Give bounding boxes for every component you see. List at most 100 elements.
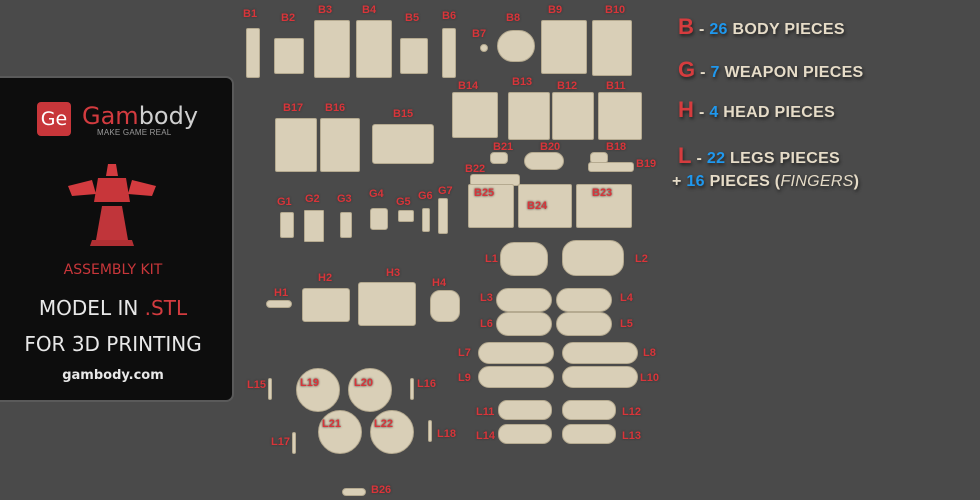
model-piece [280, 212, 294, 238]
model-piece [562, 424, 616, 444]
part-label-l16: L16 [417, 378, 436, 390]
model-piece [275, 118, 317, 172]
part-label-h4: H4 [432, 277, 447, 289]
model-piece [518, 184, 572, 228]
model-piece [576, 184, 632, 228]
part-label-b4: B4 [362, 4, 377, 16]
part-label-l3: L3 [480, 292, 493, 304]
legend-text: WEAPON PIECES [724, 64, 864, 81]
model-piece [562, 400, 616, 420]
model-piece [498, 400, 552, 420]
model-piece [430, 290, 460, 322]
part-label-l15: L15 [247, 379, 266, 391]
legend-head: H - 4 HEAD PIECES [678, 97, 836, 122]
part-label-b7: B7 [472, 28, 487, 40]
legend-text: BODY PIECES [732, 21, 845, 38]
model-piece [562, 342, 638, 364]
part-label-l19: L19 [300, 377, 319, 389]
model-piece [468, 184, 514, 228]
legend-letter: B [678, 14, 695, 39]
model-piece [266, 300, 292, 308]
part-label-l14: L14 [476, 430, 495, 442]
model-piece [592, 20, 632, 76]
legend-text: LEGS PIECES [730, 150, 841, 167]
model-piece [400, 38, 428, 74]
legend-count: 16 [686, 173, 705, 190]
model-piece [498, 424, 552, 444]
part-label-b1: B1 [243, 8, 258, 20]
model-piece [246, 28, 260, 78]
model-piece [478, 342, 554, 364]
part-label-l6: L6 [480, 318, 493, 330]
part-label-b18: B18 [606, 141, 627, 153]
part-label-h3: H3 [386, 267, 401, 279]
model-piece [442, 28, 456, 78]
part-label-g4: G4 [369, 188, 384, 200]
part-label-b12: B12 [557, 80, 578, 92]
part-label-b15: B15 [393, 108, 414, 120]
part-label-l1: L1 [485, 253, 498, 265]
part-label-l22: L22 [374, 418, 393, 430]
part-label-l18: L18 [437, 428, 456, 440]
model-piece [356, 20, 392, 78]
part-label-b21: B21 [493, 141, 514, 153]
part-label-b5: B5 [405, 12, 420, 24]
legend-count: 7 [710, 64, 720, 81]
model-piece [500, 242, 548, 276]
model-piece [358, 282, 416, 326]
part-label-b22: B22 [465, 163, 486, 175]
part-label-b10: B10 [605, 4, 626, 16]
assembly-kit-label: ASSEMBLY KIT [63, 262, 163, 278]
model-piece [320, 118, 360, 172]
part-label-g5: G5 [396, 196, 411, 208]
model-piece [588, 162, 634, 172]
part-label-b3: B3 [318, 4, 333, 16]
model-ext: .STL [144, 296, 188, 320]
part-label-l7: L7 [458, 347, 471, 359]
model-prefix: MODEL IN [38, 296, 145, 320]
robot-figure-icon [68, 164, 156, 246]
model-piece [268, 378, 272, 400]
printing-label: FOR 3D PRINTING [24, 332, 202, 356]
part-label-l9: L9 [458, 372, 471, 384]
part-label-h2: H2 [318, 272, 333, 284]
part-label-g7: G7 [438, 185, 453, 197]
part-label-l21: L21 [322, 418, 341, 430]
part-label-h1: H1 [274, 287, 289, 299]
part-label-g1: G1 [277, 196, 292, 208]
model-piece [304, 210, 324, 242]
part-label-l5: L5 [620, 318, 633, 330]
model-piece [274, 38, 304, 74]
part-label-l20: L20 [354, 377, 373, 389]
part-label-b9: B9 [548, 4, 563, 16]
part-label-b8: B8 [506, 12, 521, 24]
model-piece [318, 410, 362, 454]
part-label-b19: B19 [636, 158, 657, 170]
model-piece [452, 92, 498, 138]
model-piece [541, 20, 587, 74]
legend-letter: H [678, 97, 695, 122]
model-piece [508, 92, 550, 140]
brand-tagline: MAKE GAME REAL [97, 128, 172, 137]
brand-panel: Ge Gambody MAKE GAME REAL ASSEMBLY KIT M… [0, 76, 234, 402]
part-label-b23: B23 [592, 187, 613, 199]
model-piece [524, 152, 564, 170]
model-piece [398, 210, 414, 222]
model-piece [422, 208, 430, 232]
part-label-l2: L2 [635, 253, 648, 265]
gambody-logo-icon: Ge [37, 102, 71, 136]
model-piece [496, 312, 552, 336]
legend-body: B - 26 BODY PIECES [678, 14, 845, 39]
site-link[interactable]: gambody.com [62, 368, 164, 383]
legend-letter: G [678, 57, 696, 82]
model-piece [490, 152, 508, 164]
part-label-b17: B17 [283, 102, 304, 114]
part-label-l10: L10 [640, 372, 659, 384]
part-label-l13: L13 [622, 430, 641, 442]
model-piece [348, 368, 392, 412]
model-piece [410, 378, 414, 400]
brand-name-b: body [138, 102, 199, 130]
legend-weapon: G - 7 WEAPON PIECES [678, 57, 864, 82]
model-piece [370, 208, 388, 230]
brand-name: Gambody [82, 102, 198, 130]
